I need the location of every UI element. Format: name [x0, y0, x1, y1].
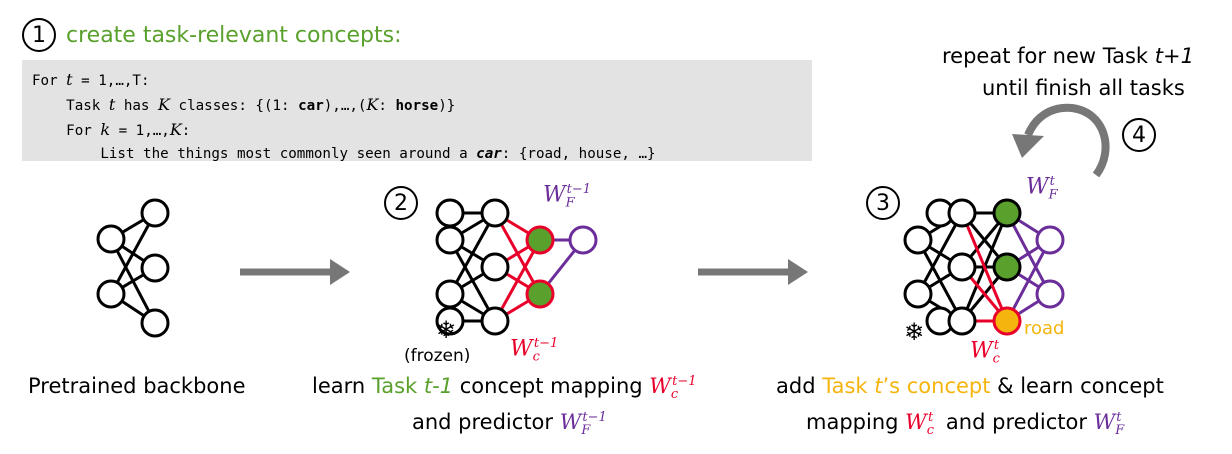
- panel3-caption-line2: mapping Wct and predictor WFt: [806, 410, 1125, 439]
- frozen-label: (frozen): [404, 346, 471, 366]
- panel2-wc-label: Wct−1: [510, 336, 559, 365]
- step1-number: 1: [22, 18, 56, 52]
- step1-header: 1 create task-relevant concepts:: [22, 18, 401, 52]
- panel3-wf-label: WFt: [1026, 174, 1058, 203]
- snowflake-icon: ❄: [436, 316, 457, 344]
- panel2-wf-label: WFt−1: [543, 182, 592, 211]
- prompt-code-box: For t = 1,…,T: Task t has K classes: {(1…: [22, 60, 812, 162]
- panel2-caption-line1: learn Task t-1 concept mapping Wct−1: [312, 374, 697, 403]
- panel3-wc-label: Wct: [970, 338, 1000, 367]
- panel3-caption-line1: add Task t’s concept & learn concept: [776, 374, 1164, 398]
- step4-number: 4: [1122, 118, 1156, 152]
- panel1-caption: Pretrained backbone: [28, 374, 246, 398]
- road-concept-label: road: [1024, 318, 1065, 339]
- step1-title: create task-relevant concepts:: [66, 22, 402, 48]
- panel3-network: [903, 198, 1065, 336]
- panel2-network: [435, 198, 598, 336]
- backbone-network: [96, 198, 170, 338]
- snowflake-icon: ❄: [904, 318, 925, 346]
- panel2-caption-line2: and predictor WFt−1: [412, 410, 607, 439]
- repeat-line1: repeat for new Task t+1: [942, 44, 1194, 68]
- repeat-line2: until finish all tasks: [982, 76, 1185, 100]
- cycle-arrow-icon: [1012, 103, 1110, 178]
- step2-number: 2: [384, 186, 418, 220]
- step3-number: 3: [866, 186, 900, 220]
